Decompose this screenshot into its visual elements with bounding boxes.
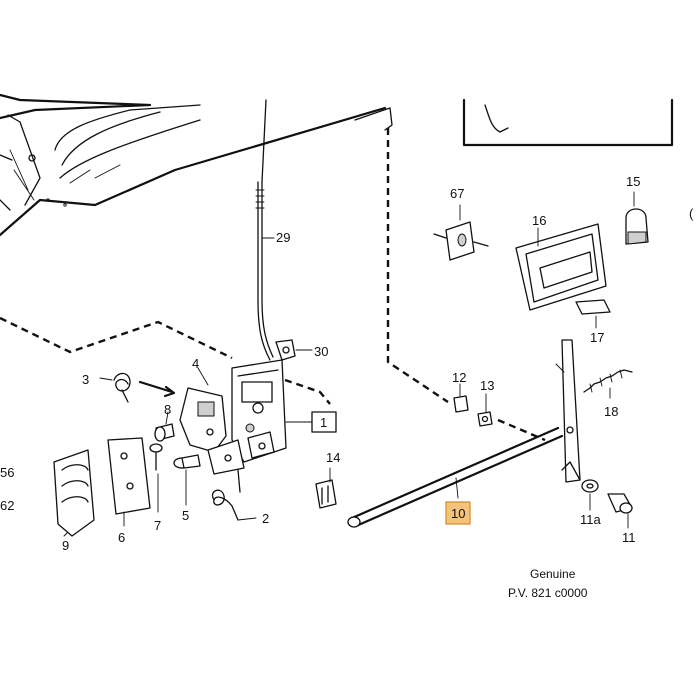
- grommet-67: [433, 204, 489, 261]
- label-11a: 11a: [580, 512, 601, 527]
- label-29: 29: [276, 230, 290, 245]
- footer-part-number: P.V. 821 c0000: [508, 586, 588, 600]
- label-67: 67: [450, 186, 464, 201]
- callout-labels: 29 30 1 4 3 8 7 5 2 6 9 14 10 12 13 67 1…: [62, 174, 640, 553]
- label-13: 13: [480, 378, 494, 393]
- edge-text-62: 62: [0, 498, 14, 513]
- latch-plate-4: [179, 367, 227, 453]
- rod-29: [255, 99, 275, 361]
- clip-12: [453, 383, 469, 413]
- washer-11a: [581, 479, 599, 511]
- footer-genuine: Genuine: [530, 567, 576, 581]
- label-10: 10: [451, 506, 465, 521]
- rod-10: [347, 426, 564, 528]
- label-6: 6: [118, 530, 125, 545]
- label-17: 17: [590, 330, 604, 345]
- spring-2: [211, 469, 257, 521]
- screw-7: [149, 443, 163, 513]
- door-panel: [0, 93, 393, 237]
- label-11: 11: [622, 530, 636, 545]
- label-2: 2: [262, 511, 269, 526]
- label-3: 3: [82, 372, 89, 387]
- label-30: 30: [314, 344, 328, 359]
- pointer-line: [555, 363, 565, 373]
- label-7: 7: [154, 518, 161, 533]
- label-8: 8: [164, 402, 171, 417]
- label-10-highlight: [445, 501, 471, 525]
- edge-text-56: 56: [0, 465, 14, 480]
- label-5: 5: [182, 508, 189, 523]
- plate-6: [107, 437, 151, 527]
- screw-11: [607, 493, 633, 529]
- lock-body-1: [231, 359, 313, 463]
- pin-5: [173, 454, 201, 506]
- label-16: 16: [532, 213, 546, 228]
- clip-14: [315, 467, 337, 509]
- label-15: 15: [626, 174, 640, 189]
- label-1: 1: [320, 415, 327, 430]
- outer-handle-lever: [561, 339, 581, 483]
- handle-housing-16: [515, 223, 607, 311]
- plate-17: [575, 299, 611, 329]
- spring-3: [99, 372, 176, 403]
- shim-9: [53, 449, 95, 537]
- bolt-8: [154, 411, 175, 442]
- label-4: 4: [192, 356, 199, 371]
- label-1-box: [311, 411, 337, 433]
- label-18: 18: [604, 404, 618, 419]
- spring-18: [583, 369, 633, 399]
- label-9: 9: [62, 538, 69, 553]
- edge-text-paren: (: [689, 206, 694, 221]
- clip-30: [275, 339, 313, 361]
- nut-13: [477, 393, 493, 427]
- cap-15: [625, 191, 649, 245]
- label-12: 12: [452, 370, 466, 385]
- label-14: 14: [326, 450, 340, 465]
- lever-linkage: [207, 439, 245, 475]
- inset-frame: [462, 98, 674, 147]
